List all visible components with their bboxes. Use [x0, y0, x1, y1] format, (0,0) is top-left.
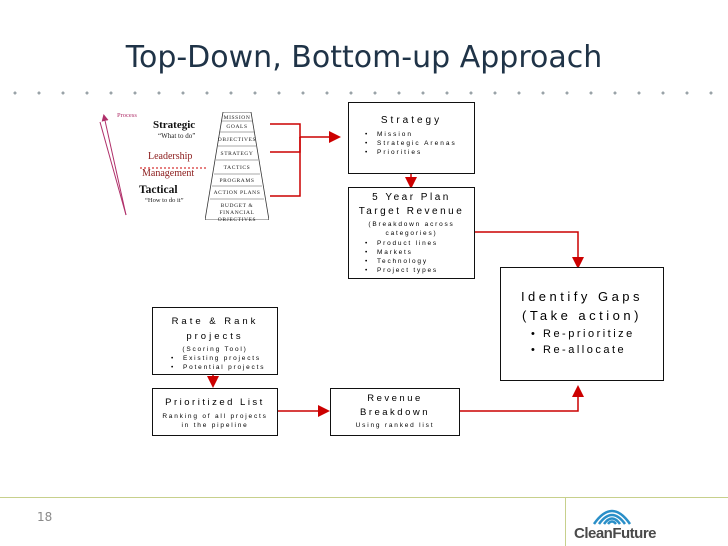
list-item: Markets [363, 248, 474, 257]
list-item: Mission [363, 130, 474, 139]
process-label: Process [117, 112, 137, 119]
dotted-divider [0, 91, 728, 95]
slide-title: Top-Down, Bottom-up Approach [125, 40, 603, 75]
prioritized-title: Prioritized List [165, 397, 265, 408]
rank-subtitle: (Scoring Tool) [182, 346, 248, 353]
pyramid-level: TACTICS [223, 165, 251, 171]
strategy-title: Strategy [380, 115, 443, 126]
strategic-label: Strategic [153, 119, 196, 131]
five-year-plan-box: 5 Year Plan Target Revenue (Breakdown ac… [348, 187, 475, 279]
pyramid-level: STRATEGY [220, 151, 254, 157]
pyramid-level: PROGRAMS [219, 178, 255, 184]
list-item: Project types [363, 266, 474, 275]
plan-title-line1: 5 Year Plan [372, 192, 451, 203]
tactical-sub: “How to do it” [145, 197, 184, 204]
cleanfuture-logo: CleanFuture [574, 504, 704, 544]
rank-list: Existing projects Potential projects [169, 354, 277, 372]
list-item: Potential projects [169, 363, 277, 372]
page-number: 18 [37, 510, 53, 524]
revenue-subtitle: Using ranked list [355, 422, 435, 429]
list-item: Re-prioritize [529, 326, 663, 342]
strategy-box: Strategy Mission Strategic Arenas Priori… [348, 102, 475, 174]
list-item: Existing projects [169, 354, 277, 363]
gaps-list: Re-prioritize Re-allocate [529, 326, 663, 358]
prioritized-list-box: Prioritized List Ranking of all projects… [152, 388, 278, 436]
plan-title-line2: Target Revenue [358, 206, 465, 217]
list-item: Re-allocate [529, 342, 663, 358]
process-arrow [99, 121, 127, 216]
strategy-list: Mission Strategic Arenas Priorities [363, 130, 474, 157]
plan-to-gaps-arrow [474, 231, 584, 269]
rate-rank-box: Rate & Rank projects (Scoring Tool) Exis… [152, 307, 278, 375]
rank-title: Rate & Rank projects [171, 316, 259, 342]
strategic-sub: “What to do” [158, 132, 196, 140]
revenue-breakdown-box: Revenue Breakdown Using ranked list [330, 388, 460, 436]
pyramid-level: OBJECTIVES [217, 137, 257, 143]
gaps-title-line2: (Take action) [522, 308, 642, 323]
list-item: Priorities [363, 148, 474, 157]
tactical-label: Tactical [139, 184, 178, 196]
logo-text: CleanFuture [574, 525, 657, 542]
revenue-title: Revenue Breakdown [359, 393, 431, 418]
pyramid-level: BUDGET & FINANCIAL OBJECTIVES [217, 203, 257, 223]
list-item: Product lines [363, 239, 474, 248]
plan-subtitle: (Breakdown across categories) [368, 221, 455, 237]
pyramid-to-strategy-arrow [270, 123, 341, 143]
logo-waves-icon [592, 509, 632, 525]
revenue-to-gaps-arrow [460, 385, 584, 412]
gaps-title-line1: Identify Gaps [520, 289, 644, 304]
management-label: Management [142, 168, 195, 179]
prioritized-subtitle: Ranking of all projects in the pipeline [162, 413, 268, 429]
plan-list: Product lines Markets Technology Project… [363, 239, 474, 275]
pyramid-level: ACTION PLANS [213, 190, 261, 196]
planning-pyramid: MISSION GOALS OBJECTIVES STRATEGY TACTIC… [205, 112, 269, 223]
identify-gaps-box: Identify Gaps (Take action) Re-prioritiz… [500, 267, 664, 381]
pyramid-level: MISSION [223, 115, 251, 121]
pyramid-level: GOALS [226, 124, 248, 130]
list-item: Technology [363, 257, 474, 266]
footer-divider [0, 497, 728, 498]
list-item: Strategic Arenas [363, 139, 474, 148]
footer-vertical-divider [565, 497, 566, 546]
leadership-label: Leadership [148, 151, 193, 162]
